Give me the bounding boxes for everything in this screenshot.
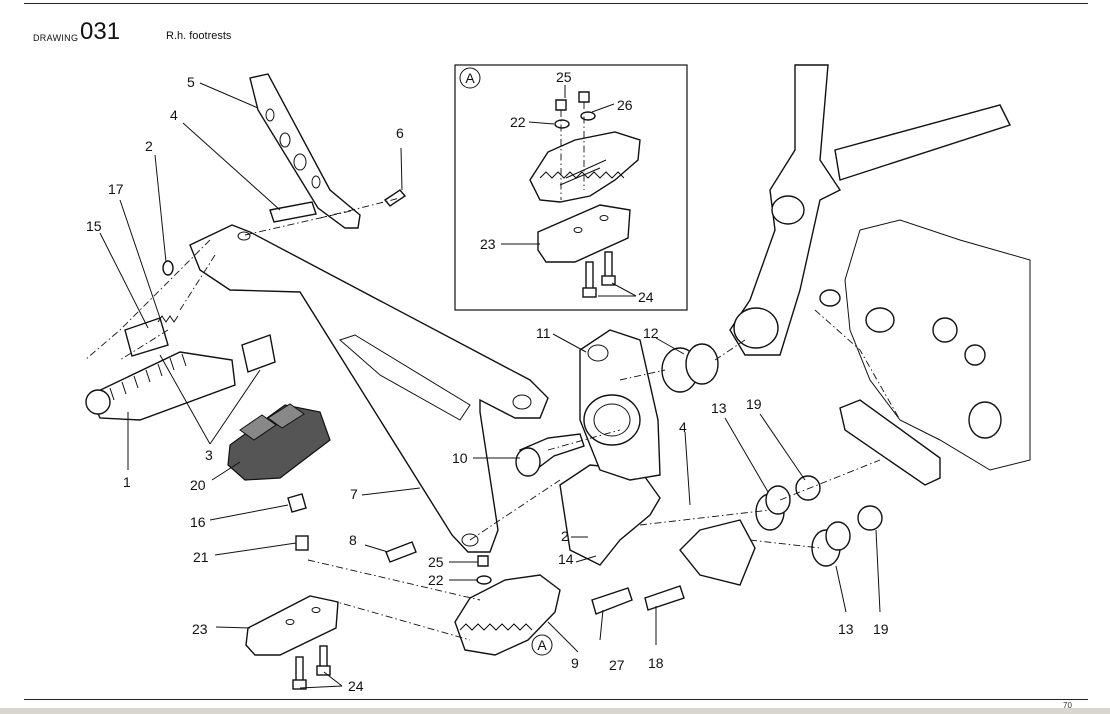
drawing-label: DRAWING: [33, 33, 79, 43]
circlip-2: [162, 260, 174, 276]
screws-24-lower: [292, 645, 331, 690]
callout-14: 14: [558, 551, 574, 567]
callout-26: 26: [617, 97, 633, 113]
callout-16: 16: [190, 514, 206, 530]
callout-9: 9: [571, 655, 579, 671]
leader-lines: [99, 82, 881, 689]
frame-linkage: [729, 64, 1011, 356]
callout-4-right: 4: [679, 419, 687, 435]
bolt-10: [515, 433, 585, 477]
bushing-12: [661, 343, 719, 393]
callout-19-upper: 19: [746, 396, 762, 412]
rider-footpeg: [85, 317, 276, 421]
rubber-pad-lower: [245, 595, 339, 656]
spacers-right: [755, 475, 883, 567]
inset-rubber-pad: [537, 204, 631, 263]
bush-21: [295, 535, 309, 551]
engine-casing: [819, 219, 1031, 471]
inset-screws: [582, 251, 616, 298]
callout-labels: 5 4 6 2 17 15 1 3 20 16 21 23 24 7 8 25 …: [86, 69, 889, 694]
callout-17: 17: [108, 181, 124, 197]
footpeg-bracket: [189, 224, 549, 553]
callout-18: 18: [648, 655, 664, 671]
bolt-18: [644, 585, 685, 611]
side-plate: [839, 399, 941, 486]
heel-guard: [249, 73, 361, 229]
callout-2: 2: [145, 138, 153, 154]
detail-marker-circle: [531, 634, 553, 656]
drawing-title: R.h. footrests: [166, 30, 232, 42]
bolt-8: [385, 541, 417, 563]
page-number: 70: [1063, 701, 1072, 710]
rubber-insert: [227, 403, 331, 481]
inset-nuts-washers: [554, 91, 596, 200]
callout-7: 7: [350, 486, 358, 502]
callout-11: 11: [536, 325, 551, 341]
callout-13-upper: 13: [711, 400, 727, 416]
callout-10: 10: [452, 450, 468, 466]
footpeg-9: [454, 574, 561, 656]
footer-strip: [0, 708, 1110, 714]
callout-22-inset: 22: [510, 114, 526, 130]
callout-8: 8: [349, 532, 357, 548]
spring-17: [157, 315, 179, 323]
bottom-rule: [24, 699, 1088, 700]
callout-20: 20: [190, 477, 206, 493]
callout-24-inset: 24: [638, 289, 654, 305]
callout-22-lower: 22: [428, 572, 444, 588]
footpeg-mount-plate: [559, 329, 661, 566]
callout-15: 15: [86, 218, 102, 234]
callout-5: 5: [187, 74, 195, 90]
callout-4: 4: [170, 107, 178, 123]
assembly-lines: [84, 197, 901, 641]
callout-19-lower: 19: [873, 621, 889, 637]
callout-12: 12: [643, 325, 659, 341]
detail-marker-label: A: [537, 637, 547, 653]
inset-marker-label: A: [465, 70, 475, 86]
inset-footpeg-plate: [529, 131, 641, 203]
callout-13-lower: 13: [838, 621, 854, 637]
callout-24-lower: 24: [348, 678, 364, 694]
nut-25: [477, 555, 489, 567]
detail-inset-frame: [454, 64, 688, 311]
callout-6: 6: [396, 125, 404, 141]
callout-25-lower: 25: [428, 554, 444, 570]
callout-27: 27: [609, 657, 625, 673]
callout-25-inset: 25: [556, 69, 572, 85]
washer-22: [476, 575, 492, 585]
drawing-number: 031: [80, 18, 121, 45]
pivot-pin: [269, 201, 317, 223]
plate-16: [287, 493, 307, 513]
callout-1: 1: [123, 474, 131, 490]
top-rule: [24, 3, 1088, 4]
bracket-block: [679, 519, 756, 586]
callout-23-inset: 23: [480, 236, 496, 252]
callout-2-right: 2: [561, 528, 569, 544]
callout-3: 3: [205, 447, 213, 463]
bolt-27: [591, 587, 633, 615]
inset-marker-circle: [459, 67, 481, 89]
callout-23-lower: 23: [192, 621, 208, 637]
callout-21: 21: [193, 549, 209, 565]
screw-6: [383, 189, 407, 207]
